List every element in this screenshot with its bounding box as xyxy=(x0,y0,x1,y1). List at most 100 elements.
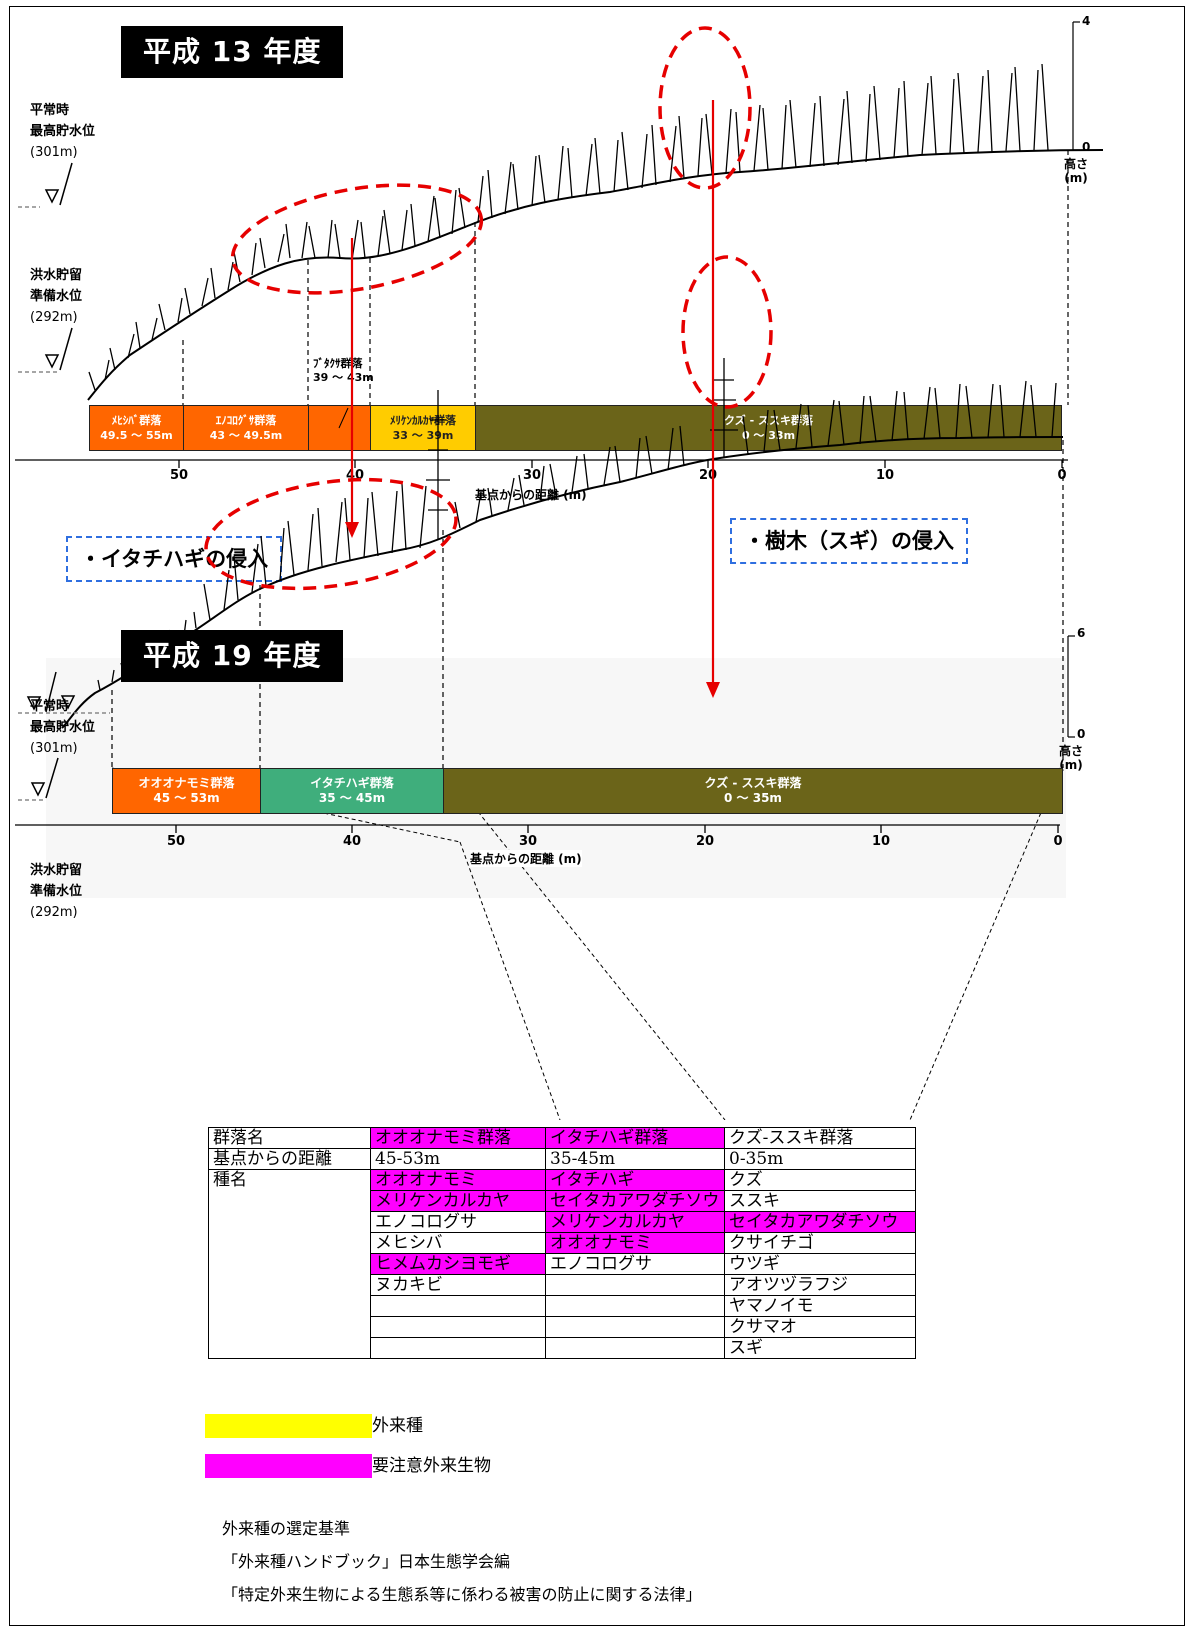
flood-level-top: 洪水貯留 準備水位 (292m) xyxy=(30,265,82,328)
species-cell: ヌカキビ xyxy=(370,1274,546,1296)
tick-50-top: 50 xyxy=(169,468,189,483)
ellipse-itachihagi-bottom xyxy=(204,477,458,591)
height-label-bottom: 高さ (m) xyxy=(1059,744,1083,772)
species-cell: ウツギ xyxy=(724,1253,916,1275)
note-law: 「特定外来生物による生態系等に係わる被害の防止に関する法律」 xyxy=(222,1585,702,1604)
species-cell xyxy=(545,1337,725,1359)
table-distance-cell: 35-45m xyxy=(545,1148,725,1170)
legend-label-magenta: 要注意外来生物 xyxy=(372,1456,491,1476)
species-cell xyxy=(545,1274,725,1296)
annotation-itachihagi: ・イタチハギの侵入 xyxy=(66,536,283,582)
species-cell: オオオナモミ xyxy=(545,1232,725,1254)
height-scale-bottom xyxy=(1067,635,1075,738)
ground-profile-top xyxy=(87,149,1104,401)
species-cell xyxy=(545,1316,725,1338)
height-label-top: 高さ (m) xyxy=(1064,157,1088,185)
table-header-row: 群落名オオオナモミ群落イタチハギ群落クズ-ススキ群落 xyxy=(208,1127,916,1149)
legend-label-yellow: 外来種 xyxy=(372,1416,423,1436)
height-zero-bottom: 0 xyxy=(1077,727,1086,741)
flood-level-line1: 洪水貯留 xyxy=(30,268,83,283)
axis-title-top: 基点からの距離 (m) xyxy=(475,488,587,502)
species-cell xyxy=(370,1316,546,1338)
band-range: 45 ～ 53m xyxy=(153,791,220,805)
band-kuzu-susuki-top: クズ - ススキ群落 0 ～ 33m xyxy=(475,405,1062,451)
species-cell: スギ xyxy=(724,1337,916,1359)
note-handbook: 「外来種ハンドブック」日本生態学会編 xyxy=(222,1552,511,1571)
axis-bottom xyxy=(15,824,1060,833)
normal-level-line1: 平常時 xyxy=(30,103,70,118)
tick-10-top: 10 xyxy=(875,468,895,483)
table-row: エノコログサメリケンカルカヤセイタカアワダチソウ xyxy=(209,1211,916,1233)
water-level-marks-bottom xyxy=(18,671,110,801)
species-cell: ヤマノイモ xyxy=(724,1295,916,1317)
axis-title-bottom: 基点からの距離 (m) xyxy=(470,850,582,867)
band-range: 43 ～ 49.5m xyxy=(209,429,283,442)
band-name: クズ - ススキ群落 xyxy=(704,776,802,790)
normal-level-value: (301m) xyxy=(30,145,78,160)
species-cell xyxy=(370,1295,546,1317)
tick-0-bottom: 0 xyxy=(1053,834,1063,849)
table-row: ヤマノイモ xyxy=(209,1295,916,1317)
table-header-cell: オオオナモミ群落 xyxy=(370,1127,546,1149)
year-label-bottom: 平成 19 年度 xyxy=(121,630,344,682)
band-ooonamomi: オオオナモミ群落 45 ～ 53m xyxy=(112,768,261,814)
normal-level-bottom: 平常時 最高貯水位 (301m) xyxy=(30,696,95,759)
height-max-bottom: 6 xyxy=(1077,626,1086,640)
table-row: メリケンカルカヤセイタカアワダチソウススキ xyxy=(209,1190,916,1212)
band-mehishiba: ﾒﾋｼﾊﾞ群落 49.5 ～ 55m xyxy=(89,405,184,451)
band-name: クズ - ススキ群落 xyxy=(723,414,813,427)
annotation-sugi: ・樹木（スギ）の侵入 xyxy=(730,518,968,564)
flood-level-line2: 準備水位 xyxy=(30,289,83,304)
band-name: ﾒﾋｼﾊﾞ群落 xyxy=(111,414,162,427)
note-criteria-title: 外来種の選定基準 xyxy=(222,1519,351,1538)
species-cell xyxy=(370,1337,546,1359)
band-range: 35 ～ 45m xyxy=(318,791,386,805)
band-range: 49.5 ～ 55m xyxy=(100,429,173,442)
tick-0-top: 0 xyxy=(1057,468,1067,483)
species-cell: クサイチゴ xyxy=(724,1232,916,1254)
table-row: スギ xyxy=(209,1337,916,1359)
tick-40-bottom: 40 xyxy=(342,834,362,849)
table-row: ヒメムカシヨモギエノコログサウツギ xyxy=(209,1253,916,1275)
normal-level-top: 平常時 最高貯水位 (301m) xyxy=(30,100,95,163)
band-name: イタチハギ群落 xyxy=(310,776,394,790)
tick-50-bottom: 50 xyxy=(166,834,186,849)
normal-level-value: (301m) xyxy=(30,741,78,756)
vegetation-bottom xyxy=(97,358,1057,691)
band-range: 0 ～ 33m xyxy=(741,429,796,442)
tick-30-bottom: 30 xyxy=(518,834,538,849)
figure-frame xyxy=(9,6,1185,1626)
ellipse-itachihagi-top xyxy=(230,183,484,295)
table-distance-cell: 0-35m xyxy=(724,1148,916,1170)
band-enokorogusa: ｴﾉｺﾛｸﾞｻ群落 43 ～ 49.5m xyxy=(183,405,309,451)
axis-top xyxy=(15,459,1068,468)
ellipse-sugi-bottom xyxy=(681,255,773,409)
species-cell: ススキ xyxy=(724,1190,916,1212)
height-zero-top: 0 xyxy=(1082,140,1091,154)
height-scale-top xyxy=(1072,21,1080,151)
table-header-cell: クズ-ススキ群落 xyxy=(724,1127,916,1149)
species-cell: アオツヅラフジ xyxy=(724,1274,916,1296)
table-row: 種名オオオナモミイタチハギクズ xyxy=(208,1169,916,1359)
band-name: ﾒﾘｹﾝｶﾙｶﾔ群落 xyxy=(390,414,456,427)
band-name: ｴﾉｺﾛｸﾞｻ群落 xyxy=(215,414,277,427)
butakusa-name: ﾌﾞﾀｸｻ群落 xyxy=(313,357,363,370)
species-cell: クズ xyxy=(724,1169,916,1191)
species-cell: エノコログサ xyxy=(545,1253,725,1275)
table-row: クサマオ xyxy=(209,1316,916,1338)
ellipse-sugi-top xyxy=(658,26,752,190)
legend-swatch-yellow xyxy=(205,1414,372,1438)
species-cell: オオオナモミ xyxy=(370,1169,546,1191)
band-name: オオオナモミ群落 xyxy=(138,776,235,790)
vegetation-top xyxy=(88,63,1049,391)
flood-level-line2: 準備水位 xyxy=(30,884,83,899)
species-cell: ヒメムカシヨモギ xyxy=(370,1253,546,1275)
flood-level-bottom: 洪水貯留 準備水位 (292m) xyxy=(30,860,82,923)
height-label-text: 高さ xyxy=(1064,157,1089,171)
table-row: ヌカキビ アオツヅラフジ xyxy=(209,1274,916,1296)
legend-swatch-magenta xyxy=(205,1454,372,1478)
band-kuzu-susuki-bottom: クズ - ススキ群落 0 ～ 35m xyxy=(443,768,1063,814)
table-distance-cell: 45-53m xyxy=(370,1148,546,1170)
profile-bottom-svg xyxy=(15,100,1075,1120)
